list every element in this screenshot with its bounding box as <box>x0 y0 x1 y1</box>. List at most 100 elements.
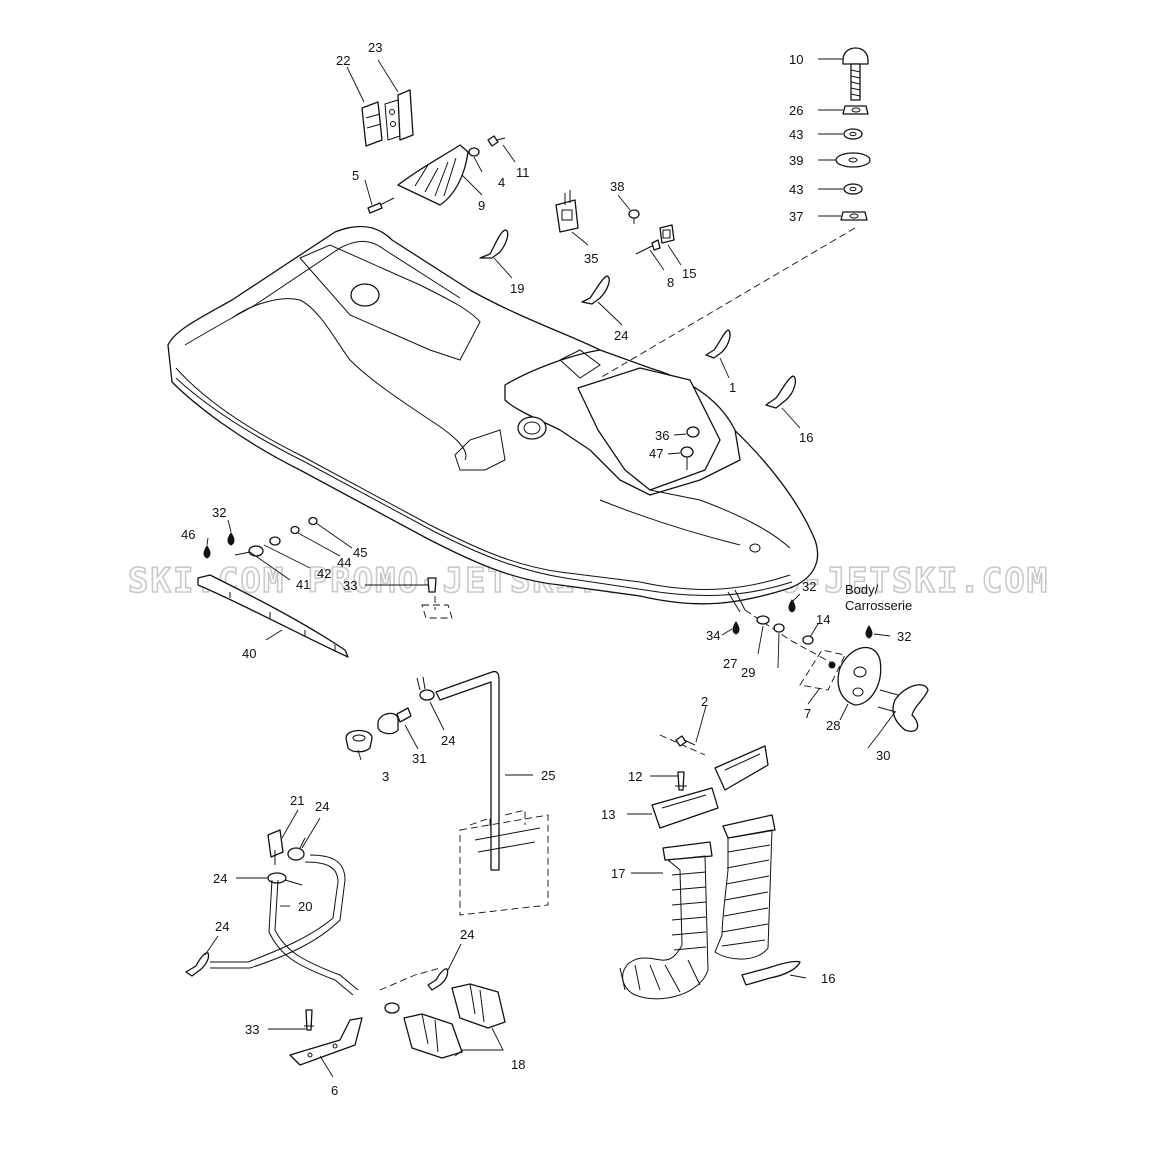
part-3-grommet <box>345 729 373 753</box>
callout-38: 38 <box>610 179 624 194</box>
part-43-washer-top <box>843 128 863 140</box>
callout-36: 36 <box>655 428 669 443</box>
callout-16-top: 16 <box>799 430 813 445</box>
part-43-washer-bottom <box>843 183 863 195</box>
part-41-washer <box>248 545 264 557</box>
part-34-sealant <box>732 621 740 635</box>
part-18-bilge-pickup <box>403 983 506 1059</box>
part-32-sealant-right-top <box>788 599 796 613</box>
callout-24-left: 24 <box>215 919 229 934</box>
part-2-rivet <box>675 735 696 747</box>
callout-40: 40 <box>242 646 256 661</box>
part-8-rivet <box>635 239 661 255</box>
part-42-washer <box>269 536 281 546</box>
part-24-clamp-middle <box>267 872 303 886</box>
part-39-washer-large <box>835 152 871 168</box>
callout-35: 35 <box>584 251 598 266</box>
part-33-rivet-upper <box>421 577 453 619</box>
part-23-bracket <box>384 89 414 141</box>
part-27-washer <box>756 615 770 625</box>
part-17-vent-hose <box>619 814 776 1000</box>
callout-45: 45 <box>353 545 367 560</box>
part-44-washer <box>290 525 300 535</box>
callout-10: 10 <box>789 52 803 67</box>
callout-21: 21 <box>290 793 304 808</box>
part-1-tie-strap <box>705 329 731 359</box>
body-label-line1: Body/ <box>845 582 879 597</box>
callout-24-center: 24 <box>441 733 455 748</box>
part-24-tie-strap-top <box>581 275 610 305</box>
callout-43-bottom: 43 <box>789 182 803 197</box>
callout-16-bottom: 16 <box>821 971 835 986</box>
part-24-clamp-upper <box>287 837 306 861</box>
callout-2: 2 <box>701 694 708 709</box>
part-30-handle <box>877 684 929 732</box>
part-20-hose <box>210 854 359 996</box>
callout-18: 18 <box>511 1057 525 1072</box>
callout-25: 25 <box>541 768 555 783</box>
callout-20: 20 <box>298 899 312 914</box>
part-19-tie-strap <box>479 229 509 259</box>
part-45-nut <box>308 516 318 526</box>
callout-9: 9 <box>478 198 485 213</box>
callout-34: 34 <box>706 628 720 643</box>
part-24-clamp-right <box>427 968 449 991</box>
callout-24-upper-left: 24 <box>315 799 329 814</box>
callout-4: 4 <box>498 175 505 190</box>
leader-lines <box>204 58 896 1078</box>
callout-33-upper: 33 <box>343 578 357 593</box>
callout-32-right: 32 <box>897 629 911 644</box>
callout-labels: 10 26 43 39 43 37 22 23 5 4 11 9 19 38 3… <box>181 40 912 1098</box>
callout-6: 6 <box>331 1083 338 1098</box>
callout-32-left: 32 <box>212 505 226 520</box>
callout-24-top: 24 <box>614 328 628 343</box>
part-12-rivet <box>675 771 687 791</box>
callout-24-lower-right: 24 <box>460 927 474 942</box>
callout-22: 22 <box>336 53 350 68</box>
part-46-sealant <box>203 545 211 559</box>
callout-31: 31 <box>412 751 426 766</box>
callout-24-middle-left: 24 <box>213 871 227 886</box>
callout-12: 12 <box>628 769 642 784</box>
callout-23: 23 <box>368 40 382 55</box>
part-10-bolt <box>842 47 869 101</box>
part-24-clamp-lower <box>384 1002 400 1014</box>
callout-5: 5 <box>352 168 359 183</box>
part-9-vent-grill <box>397 144 469 206</box>
part-16-tie-strap-top <box>765 375 797 409</box>
callout-43-top: 43 <box>789 127 803 142</box>
callout-37: 37 <box>789 209 803 224</box>
callout-41: 41 <box>296 577 310 592</box>
callout-14: 14 <box>816 612 830 627</box>
battery <box>459 809 549 916</box>
part-32-sealant-right <box>865 625 873 639</box>
part-40-rub-rail <box>197 574 349 658</box>
part-32-sealant-left <box>227 532 235 546</box>
callout-26: 26 <box>789 103 803 118</box>
part-24-clamp-center <box>416 676 435 701</box>
part-4-washer <box>468 147 480 157</box>
part-25-vent-hose <box>435 670 500 871</box>
callout-42: 42 <box>317 566 331 581</box>
part-36-plug <box>686 426 700 438</box>
body-label-line2: Carrosserie <box>845 598 912 613</box>
callout-27: 27 <box>723 656 737 671</box>
part-15-nut-plate <box>659 224 675 244</box>
part-22-bracket <box>361 101 383 147</box>
callout-19: 19 <box>510 281 524 296</box>
part-26-nut <box>842 105 869 115</box>
part-21-fitting <box>267 829 284 865</box>
vent-cover-upper <box>714 745 769 791</box>
callout-17: 17 <box>611 866 625 881</box>
part-37-nut <box>840 211 868 221</box>
part-13-vent-cover <box>651 787 719 829</box>
callout-3: 3 <box>382 769 389 784</box>
callout-46: 46 <box>181 527 195 542</box>
part-28-handle-base <box>837 646 882 706</box>
part-16-tie-strap-bottom <box>741 960 801 986</box>
callout-11: 11 <box>516 165 530 180</box>
part-31-check-valve <box>377 707 412 735</box>
part-7-gasket <box>799 649 846 691</box>
